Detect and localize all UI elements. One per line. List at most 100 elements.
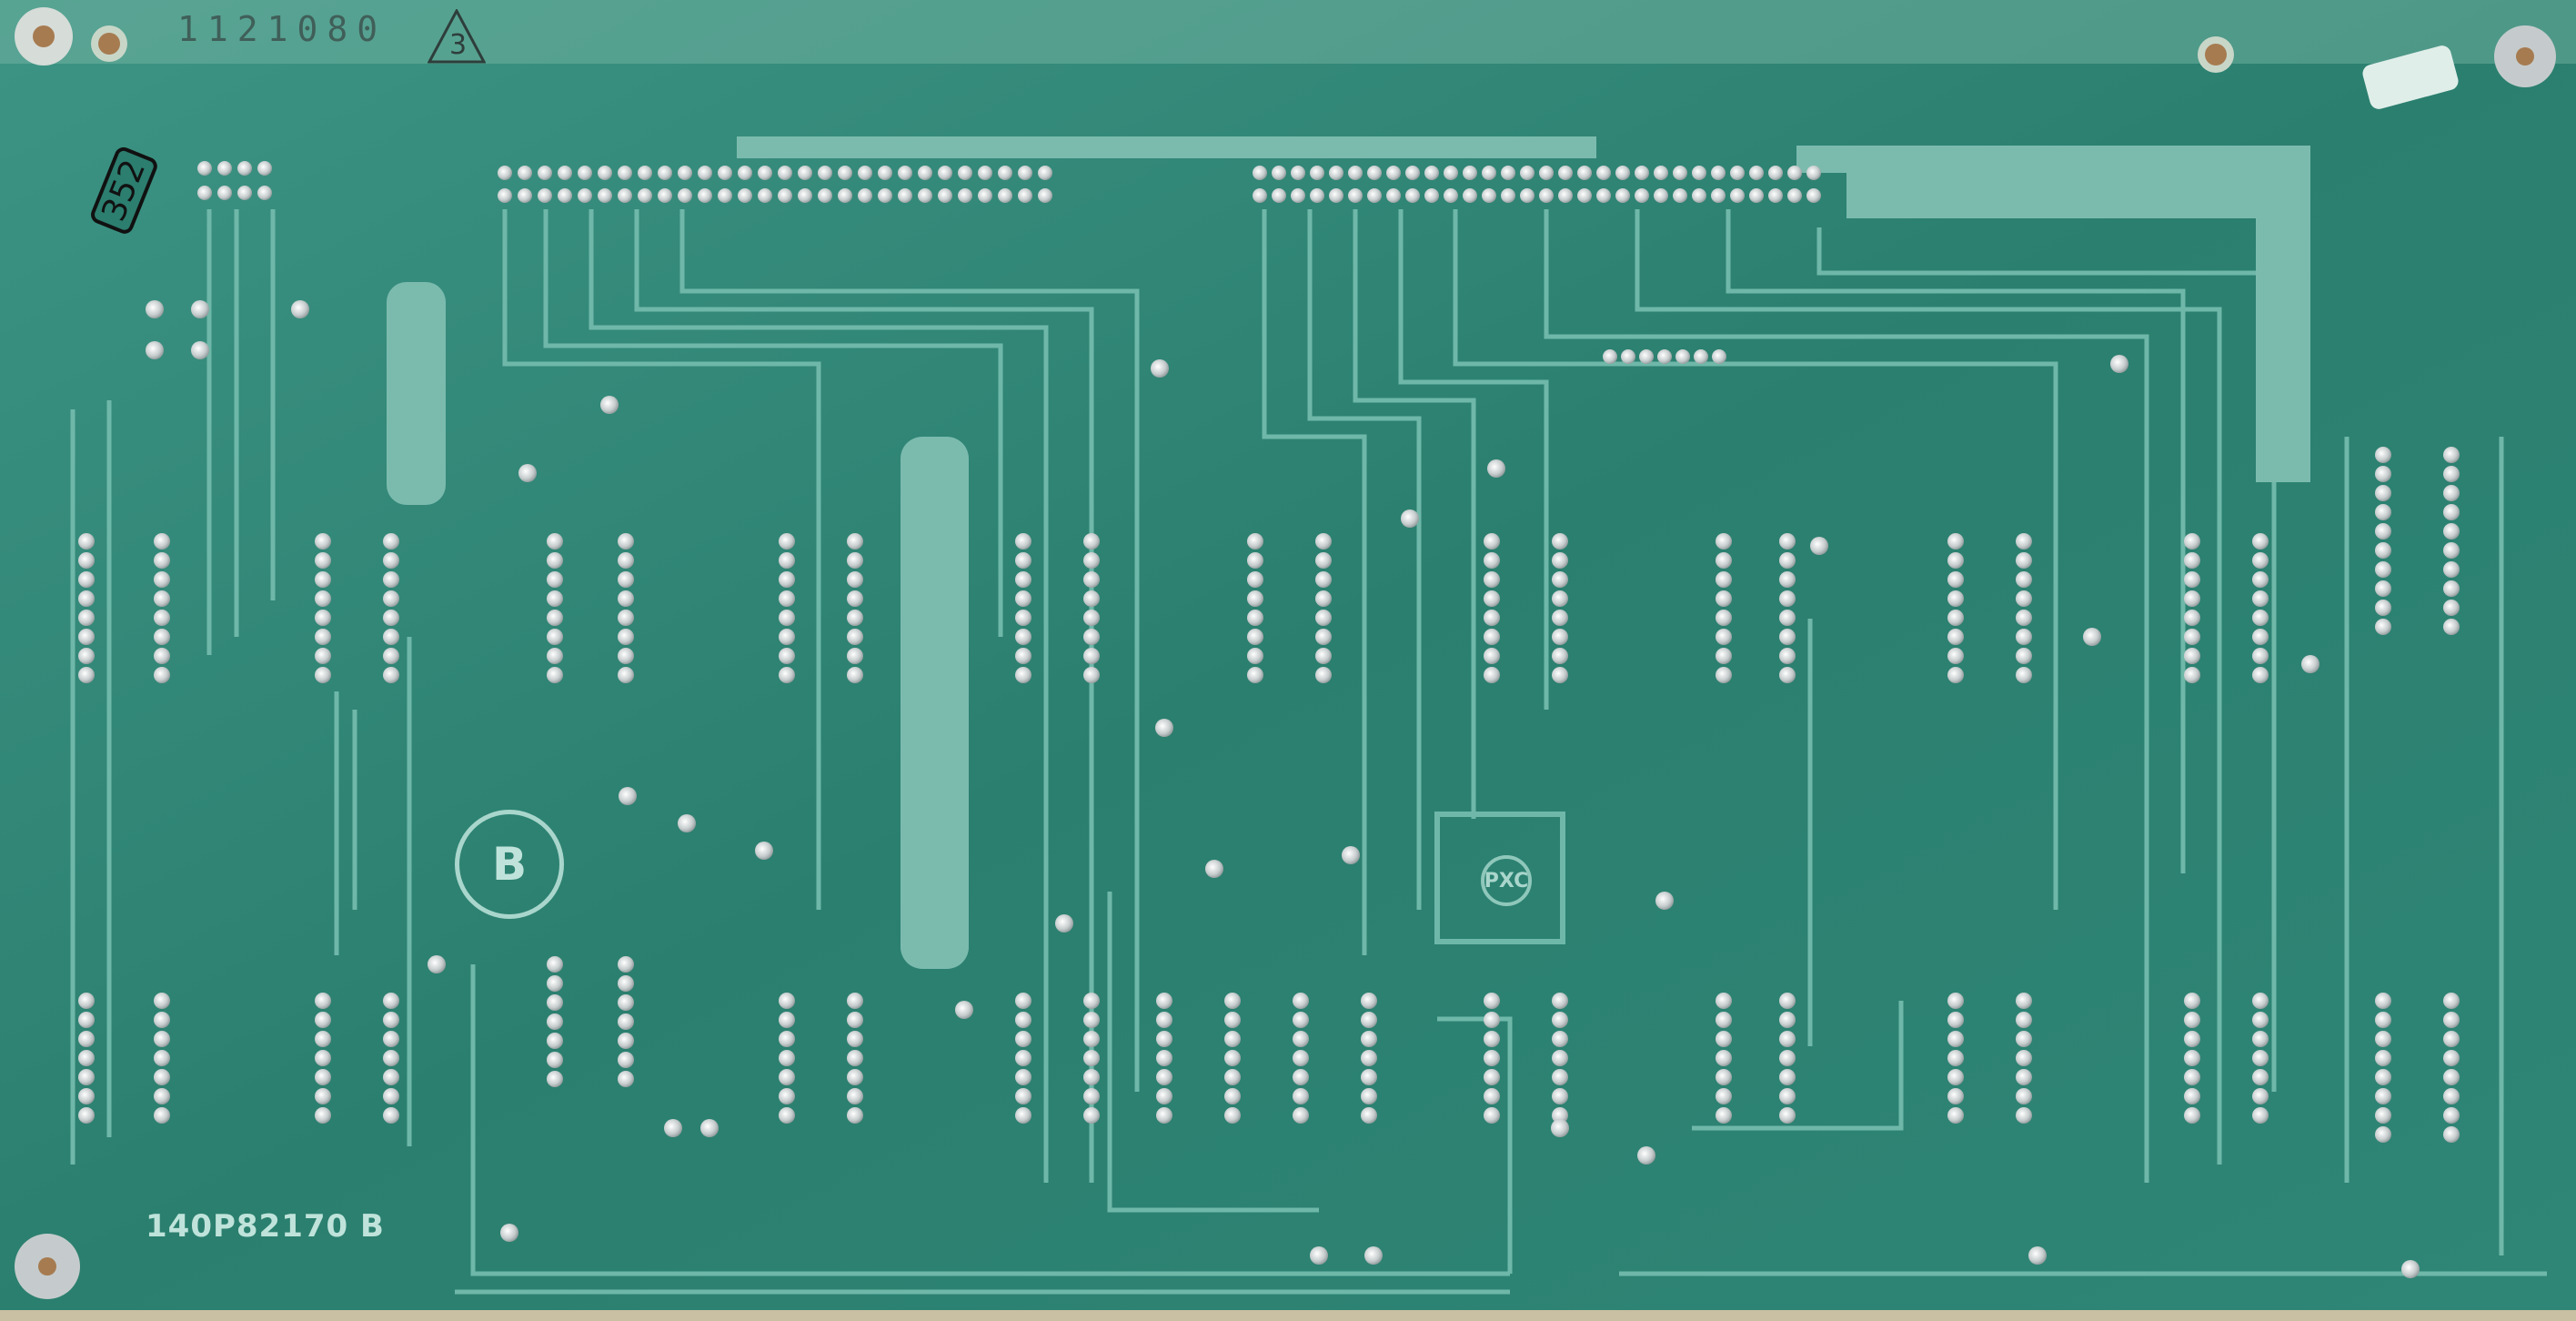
solder-pad [315,571,331,588]
solder-pad [1596,166,1611,180]
solder-pad [618,610,634,626]
solder-pad [778,188,792,203]
solder-pad [191,300,209,318]
solder-pad [618,533,634,550]
solder-pad [78,1069,95,1085]
solder-pad [1018,188,1032,203]
solder-pad [2443,1107,2460,1124]
trace [1726,209,2186,873]
solder-pad [1806,188,1821,203]
solder-pad [1749,188,1764,203]
solder-pad [383,667,399,683]
solder-pad [1156,1088,1172,1104]
solder-pad [779,1031,795,1047]
solder-pad [2401,1260,2420,1278]
solder-pad [1364,1246,1383,1265]
solder-pad [1424,188,1439,203]
solder-pad [1603,349,1617,364]
solder-pad [1367,188,1382,203]
solder-pad [154,993,170,1009]
solder-pad [2375,504,2391,520]
solder-pad [2375,466,2391,482]
trace [1307,209,1422,910]
solder-pad [1484,552,1500,569]
solder-pad [1247,610,1263,626]
solder-pad [2016,1107,2032,1124]
solder-pad [1947,571,1964,588]
silkscreen-label: B [455,810,564,919]
solder-pad [498,188,512,203]
solder-pad [518,188,532,203]
solder-pad [78,648,95,664]
solder-pad [1055,914,1073,933]
solder-pad [237,186,252,200]
solder-pad [2443,1069,2460,1085]
solder-pad [1018,166,1032,180]
solder-pad [1247,571,1263,588]
solder-pad [847,571,863,588]
solder-pad [898,166,912,180]
solder-pad [978,166,992,180]
solder-pad [2375,447,2391,463]
solder-pad [718,166,732,180]
solder-pad [2184,533,2200,550]
solder-pad [1293,1107,1309,1124]
solder-pad [618,975,634,992]
solder-pad [1405,188,1420,203]
solder-pad [1484,629,1500,645]
solder-pad [1539,188,1554,203]
solder-pad [878,166,892,180]
solder-pad [315,1088,331,1104]
solder-pad [918,166,932,180]
solder-pad [547,1033,563,1049]
solder-pad [718,188,732,203]
solder-pad [1716,1031,1732,1047]
solder-pad [2375,619,2391,635]
solder-pad [257,161,272,176]
solder-pad [1779,610,1796,626]
solder-pad [1463,188,1477,203]
solder-pad [1315,571,1332,588]
solder-pad [383,552,399,569]
solder-pad [2016,648,2032,664]
solder-pad [191,341,209,359]
solder-pad [658,188,672,203]
solder-pad [383,1107,399,1124]
solder-pad [778,166,792,180]
solder-pad [2443,600,2460,616]
solder-pad [154,667,170,683]
solder-pad [998,188,1012,203]
solder-pad [78,610,95,626]
solder-pad [1716,1050,1732,1066]
solder-pad [1156,1031,1172,1047]
solder-pad [518,464,537,482]
trace [1437,1016,1513,1274]
solder-pad [2028,1246,2047,1265]
solder-pad [1083,667,1100,683]
solder-pad [1315,610,1332,626]
solder-pad [1386,166,1401,180]
solder-pad [2184,1069,2200,1085]
solder-pad [1484,533,1500,550]
solder-pad [1224,1031,1241,1047]
solder-pad [1293,1012,1309,1028]
solder-pad [847,1088,863,1104]
solder-pad [2016,1050,2032,1066]
solder-pad [217,161,232,176]
solder-pad [1779,1031,1796,1047]
solder-pad [1224,1069,1241,1085]
solder-pad [154,552,170,569]
solder-pad [1787,188,1802,203]
solder-pad [1730,188,1745,203]
solder-pad [2184,1050,2200,1066]
solder-pad [1156,993,1172,1009]
solder-pad [2443,993,2460,1009]
solder-pad [2252,1050,2269,1066]
solder-pad [1716,1069,1732,1085]
solder-pad [1293,1069,1309,1085]
solder-pad [315,552,331,569]
solder-pad [1291,166,1305,180]
solder-pad [78,1012,95,1028]
solder-pad [2443,1126,2460,1143]
solder-pad [2252,552,2269,569]
